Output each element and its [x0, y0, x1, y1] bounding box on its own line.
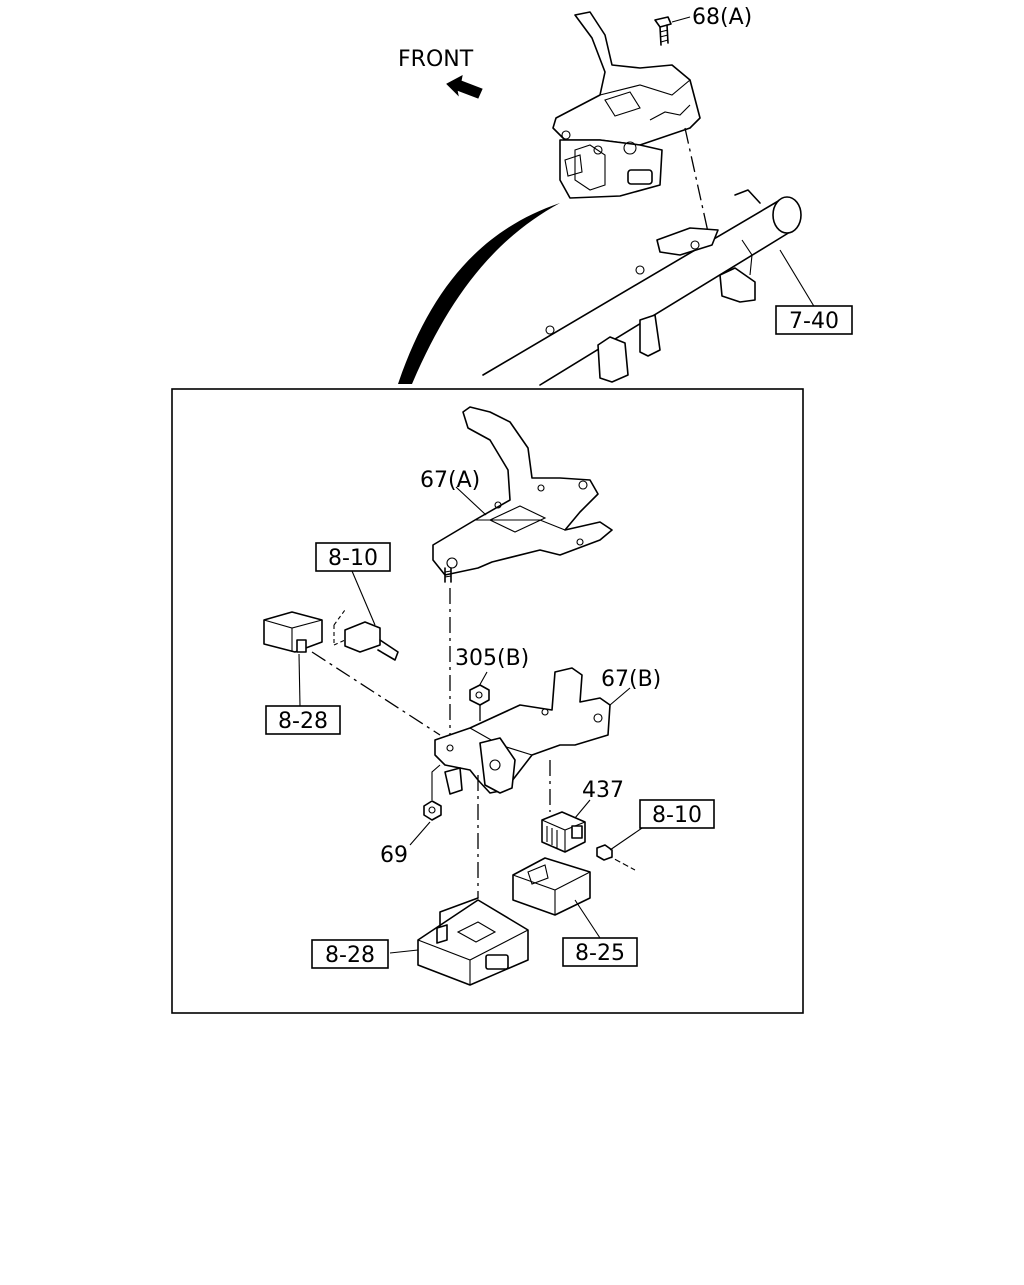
- ref-box-8-25[interactable]: 8-25: [562, 937, 638, 967]
- ref-box-8-28-bottom[interactable]: 8-28: [311, 939, 389, 969]
- ref-8-25-label: 8-25: [575, 941, 625, 966]
- part-437: 437: [541, 760, 646, 871]
- front-label: FRONT: [398, 47, 474, 72]
- nut-69: 69: [380, 800, 442, 868]
- ref-7-40-label: 7-40: [789, 309, 839, 334]
- connector-left: [263, 609, 399, 661]
- ref-8-10-right-label: 8-10: [652, 803, 702, 828]
- callout-437: 437: [582, 778, 624, 803]
- leader-8-28-left: [298, 653, 301, 707]
- module-8-28-bottom: [389, 897, 529, 986]
- callout-69: 69: [380, 843, 408, 868]
- detail-callout-arc: [398, 203, 560, 384]
- ref-8-10-left-label: 8-10: [328, 546, 378, 571]
- detail-frame: [171, 388, 804, 1014]
- ref-box-8-10-left[interactable]: 8-10: [315, 542, 391, 572]
- callout-305b: 305(B): [455, 646, 529, 671]
- leader-8-10-left: [351, 570, 376, 626]
- ref-box-8-10-right[interactable]: 8-10: [639, 799, 715, 829]
- ref-box-7-40[interactable]: 7-40: [775, 305, 853, 335]
- upper-bracket-assembly: [552, 11, 701, 199]
- bolt-68a: 68(A): [654, 5, 752, 46]
- ref-box-8-28-left[interactable]: 8-28: [265, 705, 341, 735]
- bracket-67b: 67(B): [431, 667, 661, 800]
- bracket-67a: 67(A): [420, 406, 613, 583]
- mount-guide-line: [684, 127, 709, 233]
- frame-cross-member: 7-40: [482, 189, 853, 386]
- ref-8-28-left-label: 8-28: [278, 709, 328, 734]
- front-arrow-icon: [446, 75, 483, 99]
- callout-67a: 67(A): [420, 468, 480, 493]
- connector-guide-line: [311, 651, 441, 736]
- module-8-25: [512, 857, 601, 939]
- nut-305b: 305(B): [455, 646, 529, 706]
- callout-68a: 68(A): [692, 5, 752, 30]
- ref-8-28-bottom-label: 8-28: [325, 943, 375, 968]
- callout-67b: 67(B): [601, 667, 661, 692]
- front-indicator: FRONT: [398, 47, 483, 99]
